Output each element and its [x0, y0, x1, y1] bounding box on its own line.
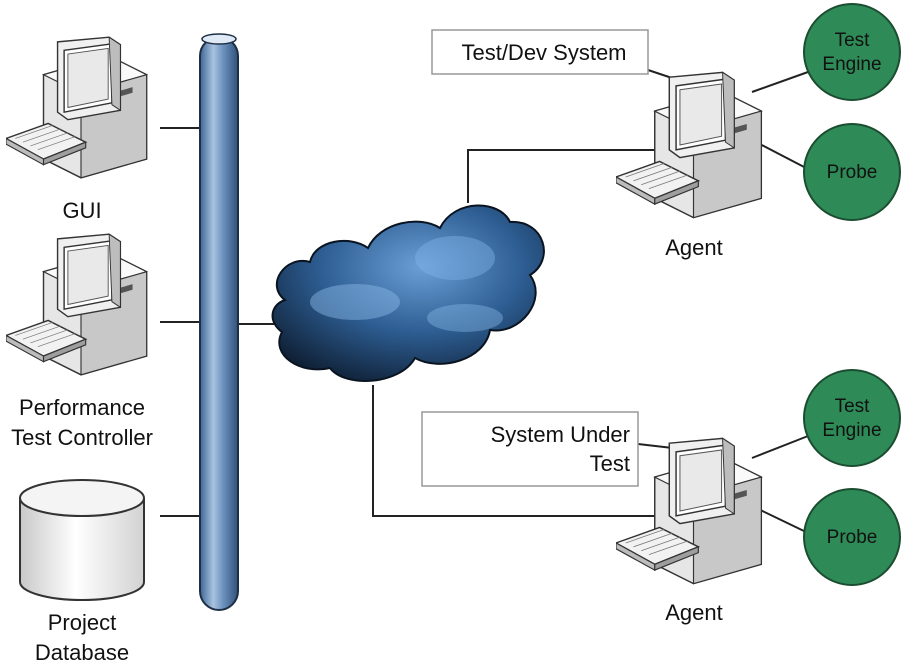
- database-label-line2: Database: [35, 640, 129, 665]
- cloud-bottom-agent-link: [372, 385, 660, 517]
- gui-label: GUI: [62, 198, 101, 223]
- bottom-test-engine-line2: Engine: [822, 420, 881, 441]
- network-cloud-icon: [271, 204, 545, 382]
- system-under-test-line2: Test: [590, 451, 630, 476]
- controller-label-line2: Test Controller: [11, 425, 153, 450]
- top-agent-label: Agent: [665, 235, 723, 260]
- network-bus: [199, 33, 239, 611]
- top-test-engine-line2: Engine: [822, 54, 881, 75]
- test-dev-system-callout: [431, 29, 649, 75]
- database-icon: [19, 479, 145, 601]
- cloud-top-agent-link: [467, 149, 660, 203]
- top-probe-label: Probe: [827, 162, 878, 183]
- bottom-probe-circle: [803, 488, 901, 586]
- top-test-engine-line1: Test: [835, 30, 871, 51]
- top-probe-circle: [803, 123, 901, 221]
- bottom-test-engine-line1: Test: [835, 396, 871, 417]
- bottom-agent-engine-link: [751, 435, 809, 459]
- top-agent-engine-link: [751, 71, 809, 93]
- system-under-test-callout: [421, 411, 639, 487]
- test-dev-system-label: Test/Dev System: [461, 40, 626, 65]
- gui-computer-icon: [6, 36, 148, 179]
- bottom-agent-label: Agent: [665, 600, 723, 625]
- controller-label-line1: Performance: [19, 395, 145, 420]
- top-agent-computer-icon: [616, 71, 763, 219]
- controller-computer-icon: [6, 233, 148, 376]
- bottom-probe-label: Probe: [827, 527, 878, 548]
- bottom-test-engine-circle: [803, 369, 901, 467]
- system-under-test-line1: System Under: [491, 422, 630, 447]
- database-label-line1: Project: [48, 610, 116, 635]
- top-test-engine-circle: [803, 3, 901, 101]
